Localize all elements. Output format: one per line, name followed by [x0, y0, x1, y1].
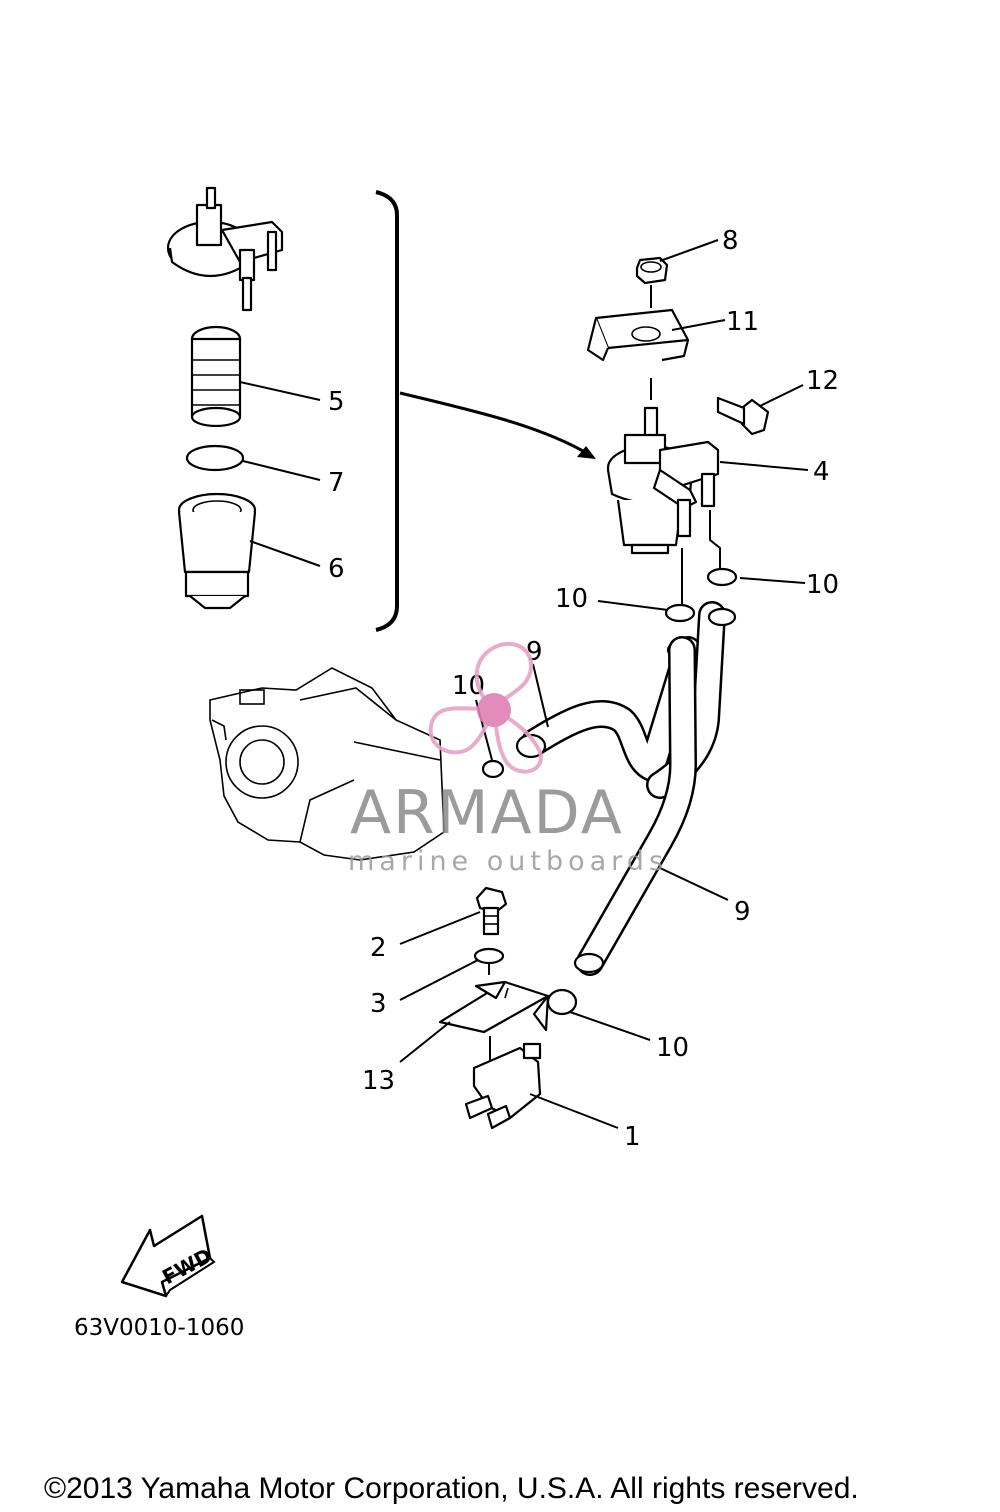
- callout-7: 7: [328, 468, 345, 498]
- mounting-screw: [716, 396, 770, 436]
- diagram-code: 63V0010-1060: [74, 1315, 244, 1341]
- watermark-subtitle: marine outboards: [348, 846, 668, 877]
- callout-8: 8: [722, 226, 739, 256]
- callout-11: 11: [726, 307, 759, 337]
- fuel-hose-long: [573, 636, 697, 976]
- filter-element: [190, 325, 242, 428]
- bolt: [475, 886, 508, 936]
- fuel-filter-assembly: [606, 406, 720, 555]
- filter-cup: [177, 492, 257, 610]
- fuel-joint: [464, 1042, 542, 1130]
- group-arrowhead: [577, 446, 596, 459]
- callout-5: 5: [328, 387, 345, 417]
- fuel-hose-short: [515, 601, 737, 799]
- callout-6: 6: [328, 554, 345, 584]
- carburetor: [209, 667, 445, 861]
- callout-1: 1: [624, 1122, 641, 1152]
- callout-2: 2: [370, 933, 387, 963]
- o-ring: [185, 444, 245, 472]
- clamp-left: [664, 603, 696, 623]
- callout-3: 3: [370, 989, 387, 1019]
- clamp-right: [706, 567, 738, 587]
- watermark-title: ARMADA: [350, 778, 624, 848]
- group-bracket: [375, 190, 399, 632]
- copyright-notice: ©2013 Yamaha Motor Corporation, U.S.A. A…: [44, 1472, 859, 1505]
- nut: [635, 256, 669, 285]
- fuel-joint-bracket: [438, 980, 550, 1034]
- callout-10-right: 10: [806, 570, 839, 600]
- fwd-arrow: [120, 1214, 216, 1298]
- callout-10-left: 10: [555, 584, 588, 614]
- callout-12: 12: [806, 366, 839, 396]
- callout-4: 4: [813, 457, 830, 487]
- clamp-carb: [481, 759, 505, 779]
- filter-clip: [586, 308, 690, 362]
- callout-9-bottom: 9: [734, 897, 751, 927]
- callout-10-lower: 10: [656, 1033, 689, 1063]
- clamp-lower: [546, 988, 578, 1016]
- callout-13: 13: [362, 1066, 395, 1096]
- group-arrow: [399, 391, 591, 457]
- washer: [473, 947, 505, 965]
- filter-head-exploded: [166, 186, 284, 312]
- watermark-propeller-logo: [428, 641, 543, 774]
